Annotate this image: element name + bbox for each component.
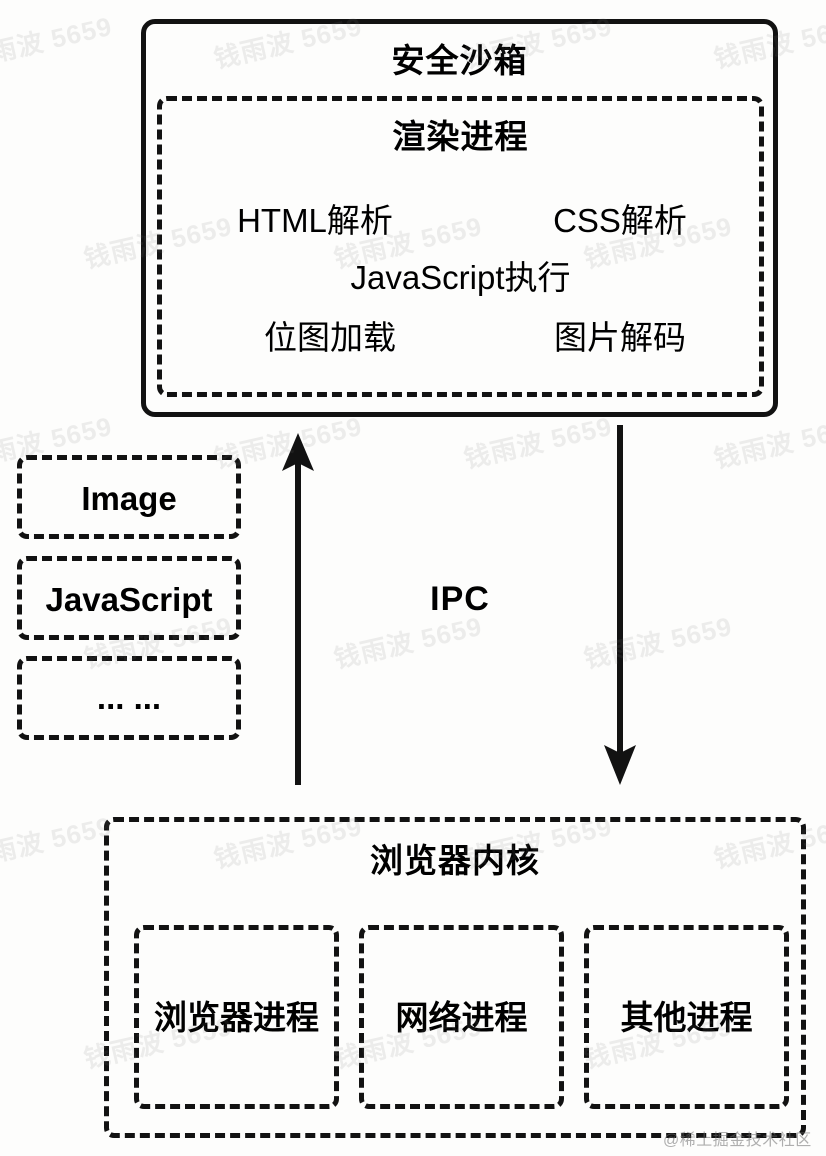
other-process-box <box>584 925 789 1109</box>
browser-process-label: 浏览器进程 <box>154 999 319 1036</box>
renderer-task-css-parse: CSS解析 <box>553 202 687 239</box>
source-credit-watermark: @稀土掘金技术社区 <box>663 1132 812 1149</box>
renderer-task-image-decode: 图片解码 <box>554 319 686 356</box>
resource-box-more <box>17 656 241 740</box>
resource-box-javascript <box>17 556 241 640</box>
renderer-task-html-parse: HTML解析 <box>237 202 393 239</box>
browser-kernel-box <box>104 817 806 1138</box>
browser-process-box <box>134 925 339 1109</box>
renderer-task-bitmap-load: 位图加载 <box>264 319 396 356</box>
network-process-label: 网络进程 <box>395 999 528 1036</box>
resource-label-more: ... ... <box>96 679 162 716</box>
renderer-task-javascript-exec: JavaScript执行 <box>350 259 571 296</box>
arrow-up-to-sandbox <box>282 433 314 785</box>
resource-label-javascript: JavaScript <box>45 581 213 618</box>
renderer-process-box <box>157 96 764 397</box>
watermark-text: 钱雨波 5659 <box>0 810 116 875</box>
ipc-label: IPC <box>430 580 490 618</box>
renderer-process-title: 渲染进程 <box>392 118 529 155</box>
sandbox-title: 安全沙箱 <box>391 42 528 79</box>
watermark-text: 钱雨波 5659 <box>0 10 116 75</box>
browser-kernel-title: 浏览器内核 <box>370 842 540 879</box>
resource-label-image: Image <box>81 480 177 517</box>
network-process-box <box>359 925 564 1109</box>
resource-box-image <box>17 455 241 539</box>
other-process-label: 其他进程 <box>620 999 753 1036</box>
sandbox-box <box>141 19 778 417</box>
arrow-down-to-browser-kernel <box>604 425 636 785</box>
